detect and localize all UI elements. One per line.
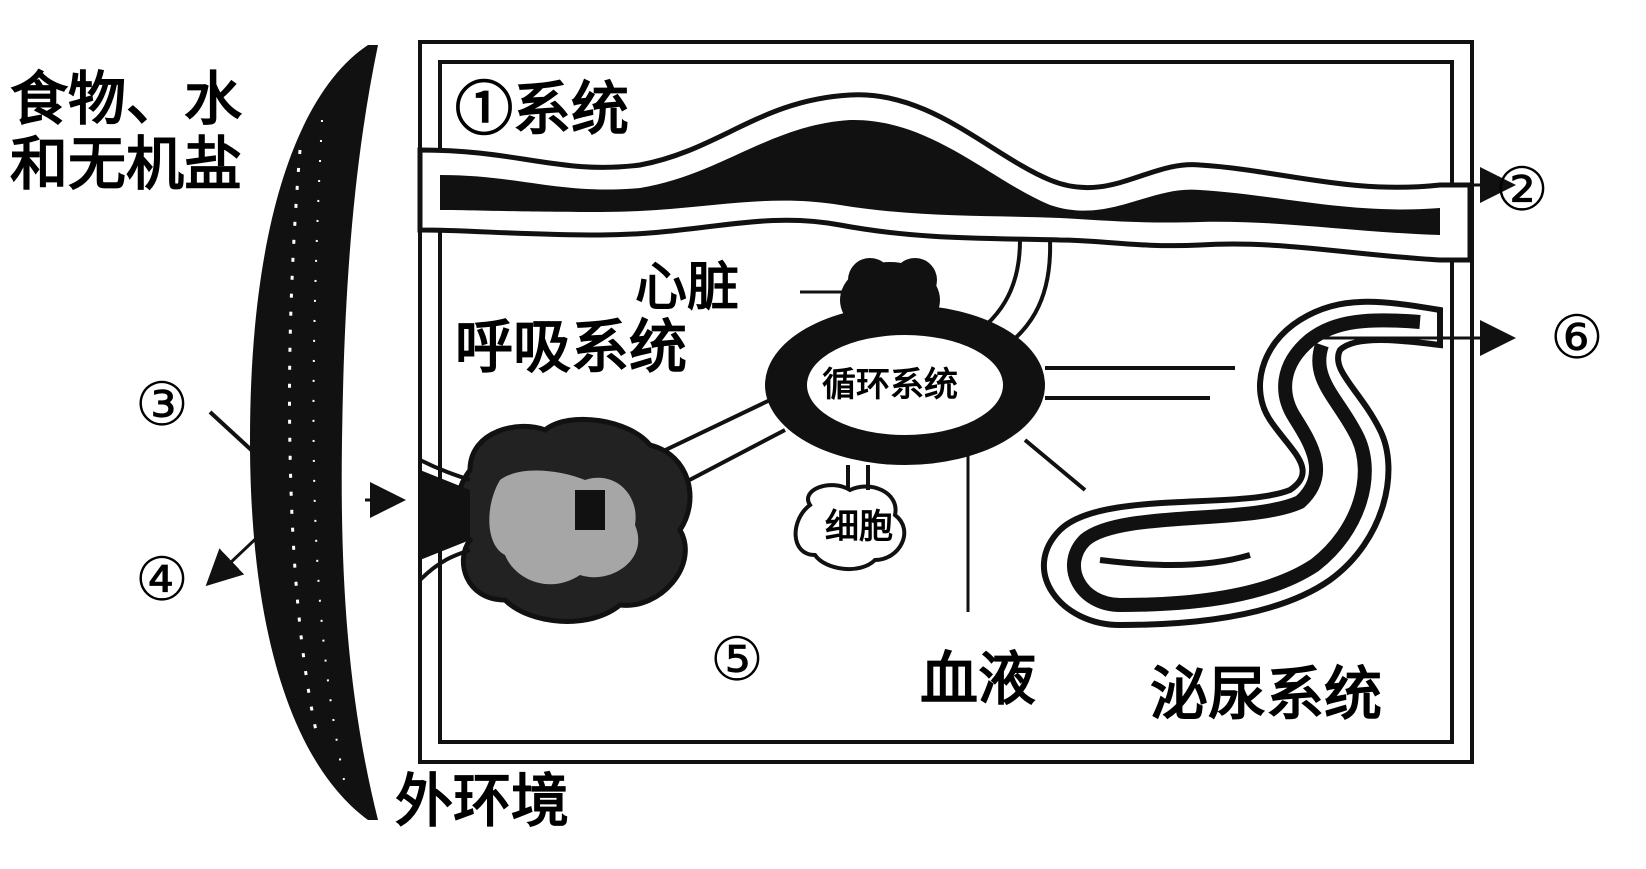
cell-shape <box>793 465 907 572</box>
arrow-to-4 <box>205 528 267 587</box>
outer-skin <box>250 45 378 820</box>
label-food-water: 食物、水 <box>10 65 243 133</box>
vessel-kidney <box>1023 366 1235 492</box>
label-4: ④ <box>135 545 189 615</box>
airway <box>418 458 471 582</box>
label-blood: 血液 <box>920 645 1037 713</box>
label-3: ③ <box>135 370 189 440</box>
lung-shape <box>454 416 693 624</box>
label-cell: 细胞 <box>825 507 893 547</box>
label-system-1: ①系统 <box>455 75 630 143</box>
digestive-tract <box>417 92 1473 263</box>
label-respiratory-system: 呼吸系统 <box>455 313 688 381</box>
circulatory-ring <box>765 305 1045 465</box>
label-inorganic-salts: 和无机盐 <box>10 130 243 198</box>
arrow-from-3 <box>208 410 262 460</box>
label-output-2: ② <box>1495 155 1549 225</box>
label-urinary-system: 泌尿系统 <box>1150 660 1383 728</box>
vessel-lung <box>654 398 786 487</box>
label-output-6: ⑥ <box>1550 303 1604 373</box>
label-circulatory-system: 循环系统 <box>822 365 958 405</box>
label-heart: 心脏 <box>635 257 740 318</box>
label-external-environment: 外环境 <box>395 767 570 835</box>
urinary-tube <box>1040 298 1443 629</box>
body-frame <box>418 40 1474 764</box>
label-5: ⑤ <box>710 625 764 695</box>
